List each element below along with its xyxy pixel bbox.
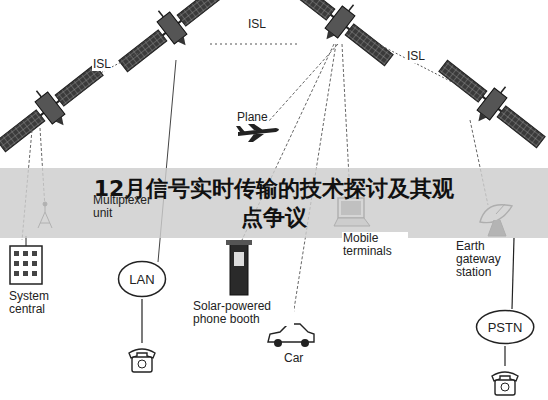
component-label: Mobile terminals <box>342 232 408 258</box>
component-label: System central <box>8 290 62 316</box>
link-label: ISL <box>247 18 267 31</box>
component-label: Plane <box>236 111 269 124</box>
ellipse-node: LAN <box>117 260 167 298</box>
node-label: LAN <box>117 272 167 287</box>
link-label: ISL <box>92 58 112 71</box>
component-label: Solar-powered phone booth <box>192 300 294 326</box>
component-label: Multiplexer unit <box>93 194 165 220</box>
title-band: 12月信号实时传输的技术探讨及其观点争议 <box>0 168 548 238</box>
ellipse-node: PSTN <box>475 309 535 345</box>
node-label: PSTN <box>475 320 535 335</box>
component-label: Earth gateway station <box>455 240 509 279</box>
link-label: Car <box>283 352 304 365</box>
link-label: ISL <box>406 50 426 63</box>
